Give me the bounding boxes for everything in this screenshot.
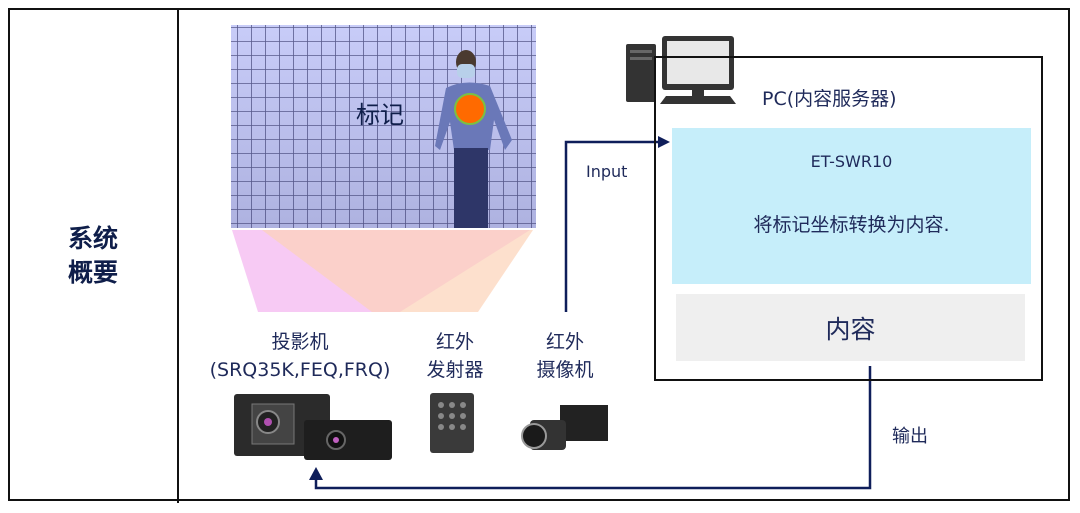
- projector-label-line2: (SRQ35K,FEQ,FRQ): [209, 359, 391, 381]
- content-label: 内容: [825, 314, 876, 344]
- computer-icon: [626, 36, 736, 104]
- ir-emitter-label: 红外 发射器: [410, 328, 500, 384]
- input-arrow: [564, 136, 670, 312]
- projector-label-line1: 投影机: [271, 331, 329, 353]
- software-name: ET-SWR10: [810, 152, 893, 171]
- software-description: 将标记坐标转换为内容.: [753, 214, 950, 236]
- output-label: 输出: [892, 426, 928, 447]
- ir-camera-label-line1: 红外: [545, 331, 584, 353]
- divider: [177, 8, 179, 503]
- pc-title: PC(内容服务器): [762, 88, 897, 110]
- ir-camera-image: [521, 405, 608, 450]
- person-figure: [435, 50, 512, 228]
- input-label: Input: [586, 162, 628, 181]
- ir-camera-label-line2: 摄像机: [536, 359, 594, 381]
- ir-camera-label: 红外 摄像机: [520, 328, 610, 384]
- diagram-frame: [8, 8, 1070, 501]
- section-title: 系统 概要: [30, 222, 156, 290]
- projector-image: [234, 394, 392, 460]
- marker-label: 标记: [356, 101, 404, 129]
- marker-dot: [454, 93, 486, 125]
- ir-emitter-label-line1: 红外: [435, 331, 474, 353]
- content-box: 内容: [676, 294, 1025, 361]
- section-title-line2: 概要: [67, 258, 118, 287]
- output-arrow: [309, 366, 872, 490]
- section-title-line1: 系统: [67, 224, 118, 253]
- software-box: ET-SWR10 将标记坐标转换为内容.: [672, 128, 1031, 284]
- ir-emitter-image: [430, 393, 474, 453]
- pc-box: [654, 56, 1043, 381]
- projection-image: [231, 25, 536, 228]
- projector-label: 投影机 (SRQ35K,FEQ,FRQ): [190, 328, 410, 384]
- projection-beam-orange: [262, 230, 533, 312]
- ir-emitter-label-line2: 发射器: [426, 359, 484, 381]
